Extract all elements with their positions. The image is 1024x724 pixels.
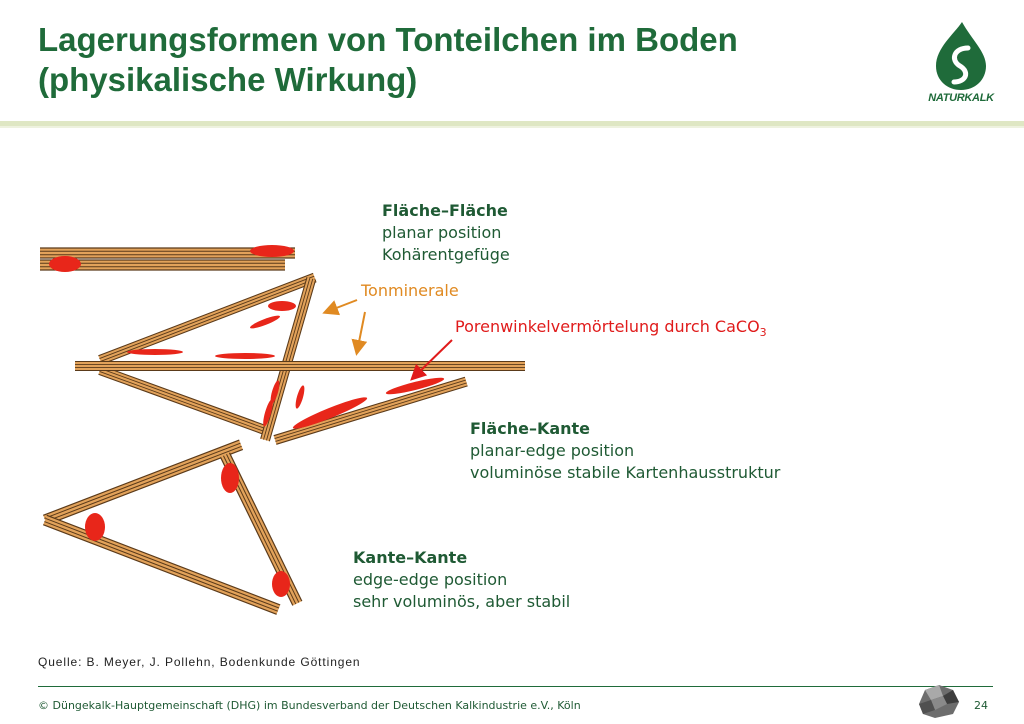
face-edge-line1: planar-edge position bbox=[470, 441, 635, 460]
clay-arrangement-diagram bbox=[38, 245, 527, 616]
edge-edge-line2: sehr voluminös, aber stabil bbox=[353, 592, 571, 611]
slide-title: Lagerungsformen von Tonteilchen im Boden… bbox=[38, 20, 738, 100]
face-edge-structure bbox=[73, 272, 527, 446]
footer-rule bbox=[38, 686, 993, 687]
tonminerale-arrow-2 bbox=[351, 311, 368, 356]
face-face-stack bbox=[38, 245, 297, 272]
header-rule bbox=[0, 121, 1024, 126]
porenwinkel-arrow bbox=[410, 339, 453, 381]
edge-edge-heading: Kante–Kante bbox=[353, 548, 468, 567]
naturkalk-logo: NATURKALK bbox=[924, 18, 998, 108]
logo-text: NATURKALK bbox=[928, 92, 994, 104]
face-edge-label: Fläche–Kante planar-edge position volumi… bbox=[470, 418, 780, 484]
face-edge-heading: Fläche–Kante bbox=[470, 419, 591, 438]
source-note: Quelle: B. Meyer, J. Pollehn, Bodenkunde… bbox=[38, 655, 361, 669]
edge-edge-structure bbox=[41, 438, 303, 616]
face-face-line2: Kohärentgefüge bbox=[382, 245, 510, 264]
tonminerale-arrow-1 bbox=[322, 299, 358, 316]
porenwinkel-subscript: 3 bbox=[759, 326, 767, 340]
footer-copyright: © Düngekalk-Hauptgemeinschaft (DHG) im B… bbox=[38, 699, 581, 712]
face-edge-line2: voluminöse stabile Kartenhausstruktur bbox=[470, 463, 781, 482]
page-number: 24 bbox=[974, 699, 988, 712]
header-rule-light bbox=[0, 126, 1024, 128]
face-face-label: Fläche–Fläche planar position Kohärentge… bbox=[382, 200, 510, 266]
naturkalk-drop-icon bbox=[936, 22, 986, 90]
face-face-heading: Fläche–Fläche bbox=[382, 201, 508, 220]
limestone-icon bbox=[919, 685, 959, 718]
slide-title-line1: Lagerungsformen von Tonteilchen im Boden bbox=[38, 21, 738, 58]
slide-title-line2: (physikalische Wirkung) bbox=[38, 61, 418, 98]
face-face-line1: planar position bbox=[382, 223, 502, 242]
porenwinkel-label: Porenwinkelvermörtelung durch CaCO3 bbox=[455, 317, 767, 339]
edge-edge-label: Kante–Kante edge-edge position sehr volu… bbox=[353, 547, 570, 613]
tonminerale-label: Tonminerale bbox=[361, 281, 459, 300]
porenwinkel-text: Porenwinkelvermörtelung durch CaCO bbox=[455, 317, 760, 336]
edge-edge-line1: edge-edge position bbox=[353, 570, 508, 589]
